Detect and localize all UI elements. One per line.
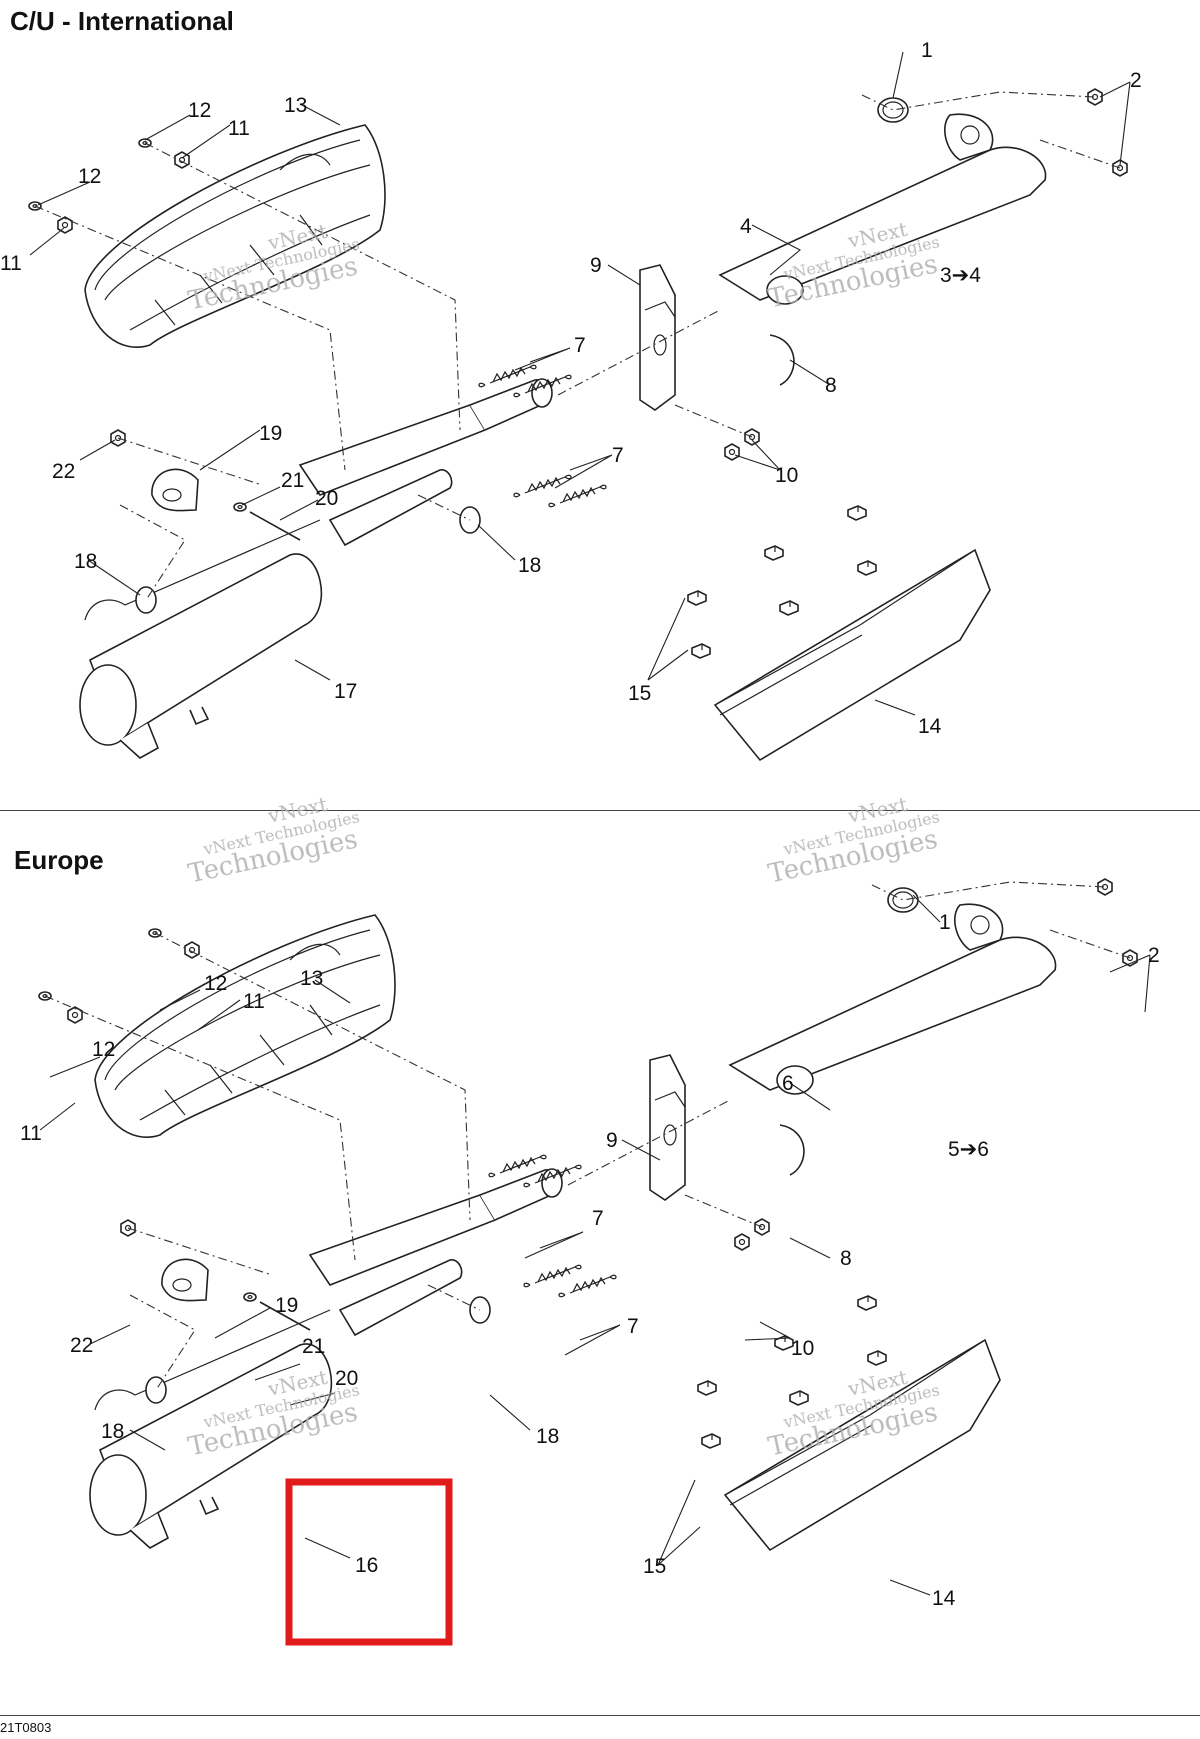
callout-15: 15 — [643, 1555, 666, 1578]
section-title-cu-international: C/U - International — [10, 6, 234, 36]
highlight-box-part-16 — [285, 1478, 453, 1646]
callout-13: 13 — [284, 94, 307, 117]
leaders-bottom — [39, 894, 1151, 1596]
callout-7: 7 — [574, 334, 586, 357]
callout-17: 17 — [334, 680, 357, 703]
callout-12b: 12 — [92, 1038, 115, 1061]
callout-12: 12 — [204, 972, 227, 995]
callout-9: 9 — [590, 254, 602, 277]
callout-20: 20 — [315, 487, 338, 510]
callout-11: 11 — [228, 117, 250, 140]
callout-20: 20 — [335, 1367, 358, 1390]
callout-14: 14 — [932, 1587, 956, 1610]
callout-11b: 11 — [20, 1122, 42, 1145]
callout-8: 8 — [825, 374, 837, 397]
callout-1: 1 — [921, 39, 933, 62]
callout-8: 8 — [840, 1247, 852, 1270]
callout-9: 9 — [606, 1129, 618, 1152]
footer-divider — [0, 1715, 1200, 1716]
callout-7b: 7 — [612, 444, 624, 467]
section-title-europe: Europe — [14, 845, 104, 875]
drawing-code: 21T0803 — [0, 1720, 52, 1735]
view-cu-international — [29, 89, 1127, 760]
callout-16: 16 — [355, 1554, 378, 1577]
callout-7: 7 — [592, 1207, 604, 1230]
callout-4: 4 — [740, 215, 752, 238]
callout-21: 21 — [302, 1335, 325, 1358]
callout-ref-3-4: 3➔4 — [940, 264, 981, 287]
callouts-bottom: 1 2 6 5➔6 9 7 8 10 7 12 11 12 11 13 19 2… — [20, 911, 1160, 1610]
callout-ref-5-6: 5➔6 — [948, 1138, 989, 1161]
callout-21: 21 — [281, 469, 304, 492]
callout-15: 15 — [628, 682, 651, 705]
callout-10: 10 — [775, 464, 798, 487]
callout-18b: 18 — [536, 1425, 559, 1448]
callout-18: 18 — [101, 1420, 124, 1443]
callout-18b: 18 — [518, 554, 541, 577]
callout-14: 14 — [918, 715, 942, 738]
callout-22: 22 — [52, 460, 75, 483]
callout-19: 19 — [275, 1294, 298, 1317]
callout-22: 22 — [70, 1334, 93, 1357]
callout-12: 12 — [188, 99, 211, 122]
callout-19: 19 — [259, 422, 282, 445]
callout-2: 2 — [1148, 944, 1160, 967]
callout-13: 13 — [300, 967, 323, 990]
callout-2: 2 — [1130, 69, 1142, 92]
leaders-top — [29, 51, 1131, 716]
callout-6: 6 — [782, 1072, 794, 1095]
callouts-top: 1 2 4 3➔4 9 7 8 10 7 12 11 12 11 13 19 2… — [0, 39, 1142, 738]
callout-12b: 12 — [78, 165, 101, 188]
callout-1: 1 — [939, 911, 951, 934]
callout-10: 10 — [791, 1337, 814, 1360]
callout-18: 18 — [74, 550, 97, 573]
section-divider — [0, 810, 1200, 811]
callout-7b: 7 — [627, 1315, 639, 1338]
callout-11b: 11 — [0, 252, 22, 275]
callout-11: 11 — [243, 990, 265, 1013]
